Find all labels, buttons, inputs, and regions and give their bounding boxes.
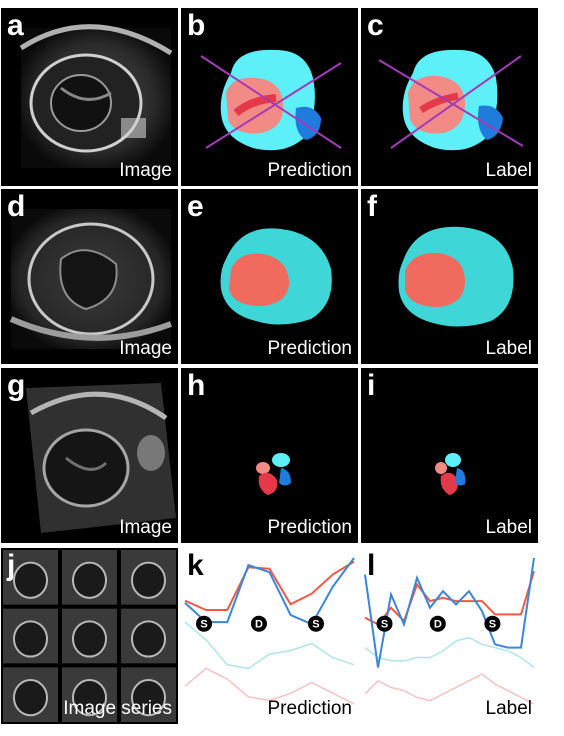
panel-letter: h	[187, 369, 206, 402]
series-thumbnail-structure	[12, 620, 49, 658]
series-thumbnail-structure	[12, 561, 49, 599]
ultrasound-image-g	[26, 383, 176, 533]
segmentation-i	[435, 453, 466, 495]
panel-l-label-plot: S D S l Label	[361, 548, 538, 724]
series-line-0	[184, 560, 355, 611]
panel-b-prediction: b Prediction	[181, 8, 358, 186]
phase-marker-label: D	[255, 619, 263, 631]
panel-i-label: i Label	[361, 368, 538, 543]
panel-caption: Image	[119, 517, 172, 538]
panel-caption: Label	[485, 517, 533, 538]
series-line-3	[364, 673, 535, 705]
panel-caption: Prediction	[267, 338, 353, 359]
panel-letter: e	[187, 190, 204, 223]
panel-caption: Label	[485, 338, 533, 359]
panel-d-ultrasound: d Image	[1, 189, 178, 364]
phase-marker	[376, 615, 393, 632]
panel-caption: Label	[485, 698, 533, 719]
series-line-1	[184, 557, 355, 626]
series-thumbnail-structure	[130, 679, 167, 717]
panel-caption: Prediction	[267, 517, 353, 538]
segmentation-f	[398, 226, 514, 327]
panel-letter: a	[7, 9, 24, 42]
phase-marker-label: S	[489, 619, 496, 631]
panel-letter: d	[7, 190, 26, 223]
panel-h-prediction: h Prediction	[181, 368, 358, 543]
panel-g-ultrasound: g Image	[1, 368, 178, 543]
series-thumbnail-structure	[12, 679, 49, 717]
series-thumbnail-structure	[71, 620, 108, 658]
series-line-3	[184, 667, 355, 705]
series-line-0	[364, 571, 535, 626]
panel-c-label: c Label	[361, 8, 538, 186]
panel-e-prediction: e Prediction	[181, 189, 358, 364]
panel-k-prediction-plot: S D S k Prediction	[181, 548, 358, 724]
panel-letter: f	[367, 190, 377, 223]
ultrasound-image-a	[19, 24, 173, 168]
phase-marker-label: D	[434, 619, 442, 631]
panel-caption: Image series	[63, 698, 172, 719]
segmentation-b	[200, 49, 342, 151]
phase-marker-label: S	[200, 619, 207, 631]
segmentation-c	[378, 49, 524, 151]
panel-letter: i	[367, 369, 376, 402]
series-thumbnail-structure	[71, 679, 108, 717]
panel-caption: Image	[119, 160, 172, 181]
panel-letter: l	[367, 549, 376, 582]
ultrasound-image-d	[9, 209, 173, 349]
panel-caption: Label	[485, 160, 533, 181]
panel-caption: Prediction	[267, 698, 353, 719]
panel-f-label: f Label	[361, 189, 538, 364]
panel-letter: k	[187, 549, 204, 582]
phase-marker	[250, 615, 267, 632]
series-thumbnail-structure	[71, 561, 108, 599]
series-line-1	[364, 557, 535, 668]
series-thumbnail-structure	[130, 561, 167, 599]
panel-a-ultrasound: a Image	[1, 8, 178, 186]
segmentation-h	[256, 453, 291, 495]
series-line-2	[364, 636, 535, 669]
image-series-grid	[3, 550, 176, 722]
panel-letter: g	[7, 369, 26, 402]
panel-letter: c	[367, 9, 384, 42]
phase-marker	[429, 615, 446, 632]
phase-marker-label: S	[381, 619, 388, 631]
phase-marker	[196, 615, 213, 632]
panel-j-image-series: j Image series	[1, 548, 178, 724]
panel-letter: j	[7, 549, 16, 582]
phase-marker	[307, 615, 324, 632]
panel-letter: b	[187, 9, 206, 42]
series-line-2	[184, 621, 355, 670]
segmentation-e	[220, 228, 332, 325]
panel-caption: Prediction	[267, 160, 353, 181]
phase-marker-label: S	[312, 619, 319, 631]
series-thumbnail-structure	[130, 620, 167, 658]
panel-caption: Image	[119, 338, 172, 359]
phase-marker	[484, 615, 501, 632]
